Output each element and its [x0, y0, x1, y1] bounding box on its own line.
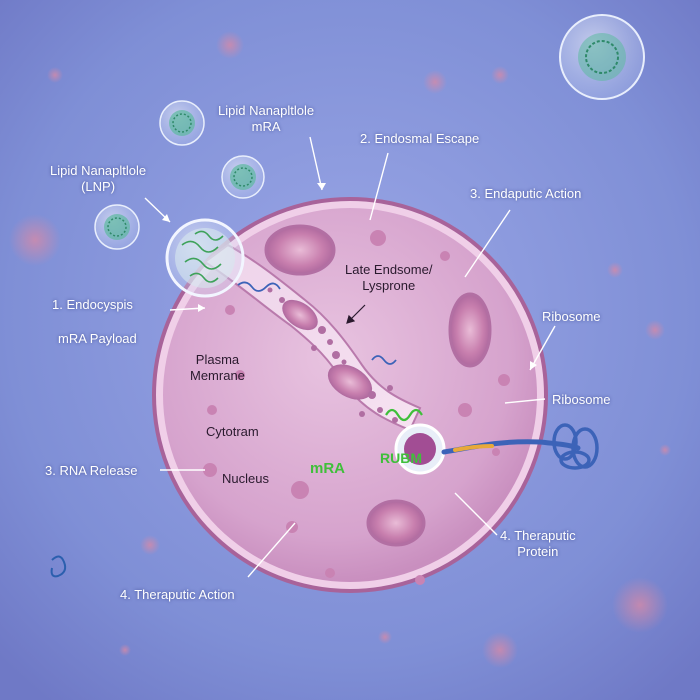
label-ribosome-inner: Ribosome: [552, 392, 611, 407]
leader-line: [504, 398, 546, 404]
arrow-head: [198, 304, 205, 312]
lnp-particle: [159, 100, 205, 146]
organelle: [366, 499, 426, 547]
label-late-endosome: Late Endsome/ Lysprone: [345, 262, 433, 293]
endosome-pointer: [346, 304, 366, 324]
label-cytoplasm: Cytotram: [206, 424, 259, 439]
label-endosomal-escape: 2. Endosmal Escape: [360, 131, 480, 146]
lnp-particle: [94, 204, 140, 250]
lnp-particle: [221, 155, 265, 199]
vesicle-dots: [267, 287, 398, 423]
label-rubm: RUBM: [380, 450, 422, 466]
label-lnp-mrna: Lipid Nanapltlole mRA: [218, 103, 315, 134]
label-rna-release: 3. RNA Release: [45, 463, 138, 478]
organelle: [448, 292, 492, 368]
background-blobs: [9, 31, 671, 668]
folded-protein: [552, 423, 599, 470]
leader-line: [369, 152, 389, 221]
label-mrna-payload: mRA Payload: [58, 331, 137, 346]
lnp-fusing: [165, 218, 245, 298]
lnp-particle-large: [559, 14, 645, 100]
leader-lines: [144, 136, 556, 578]
label-nucleus: Nucleus: [222, 471, 269, 486]
organelle: [264, 224, 336, 276]
leader-line: [454, 492, 498, 536]
leader-line: [529, 325, 556, 371]
late-endosome: [327, 364, 373, 400]
label-lnp: Lipid Nanapltlole (LNP): [50, 163, 147, 194]
small-protein: [50, 555, 67, 578]
rna-strand: [237, 281, 281, 292]
early-endosome: [282, 299, 318, 331]
leader-line: [247, 522, 296, 578]
leader-line: [464, 209, 511, 278]
label-ribosome-outer: Ribosome: [542, 309, 601, 324]
label-therapeutic-protein: 4. Theraputic Protein: [500, 528, 576, 559]
cell: [152, 197, 548, 593]
rna-strand: [371, 355, 397, 365]
ribosome-body: [394, 423, 446, 475]
label-mrna-green: mRA: [310, 460, 346, 477]
label-endocytosis: 1. Endocyspis: [52, 297, 133, 312]
arrow-head: [317, 183, 326, 190]
arrow-head: [162, 214, 170, 222]
cytoplasm-dots: [203, 230, 510, 585]
lnp-particles: [94, 14, 645, 250]
arrow-head: [530, 361, 537, 370]
leader-line: [309, 136, 323, 191]
protein-strand-accent: [453, 444, 494, 452]
rna-strand-green: [385, 408, 423, 422]
label-endaputic-action: 3. Endaputic Action: [470, 186, 582, 201]
label-plasma-membrane: Plasma Memrane: [190, 352, 245, 383]
arrow-heads: [162, 183, 537, 370]
label-therapeutic-action: 4. Theraputic Action: [120, 587, 235, 602]
